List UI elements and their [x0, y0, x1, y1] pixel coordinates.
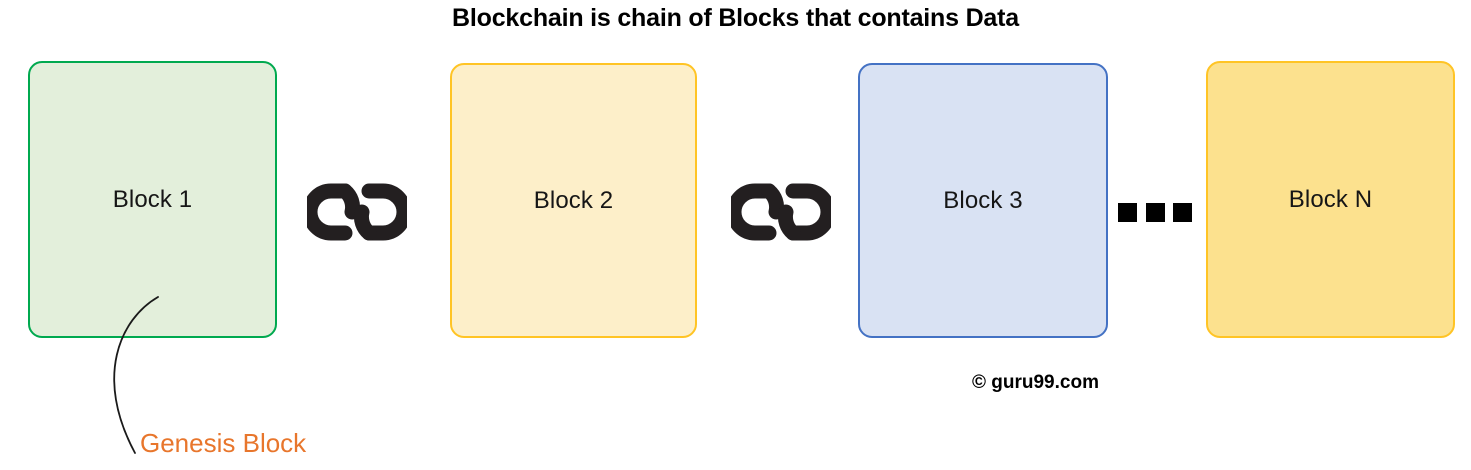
- block-node-genesis[interactable]: Block 1: [28, 61, 277, 338]
- chain-link-glyph: [726, 183, 836, 241]
- chain-link-glyph: [302, 183, 412, 241]
- block-label: Block 3: [943, 186, 1023, 214]
- watermark: © guru99.com: [972, 372, 1099, 393]
- diagram-title: Blockchain is chain of Blocks that conta…: [452, 4, 1019, 32]
- block-node-nth[interactable]: Block N: [1206, 61, 1455, 338]
- ellipsis-square: [1145, 202, 1165, 222]
- genesis-leader-line: [113, 296, 159, 454]
- chain-link-icon: [726, 181, 836, 243]
- block-node-third[interactable]: Block 3: [858, 63, 1108, 338]
- ellipsis-squares: [1118, 202, 1192, 222]
- block-label: Block N: [1288, 185, 1373, 213]
- genesis-block-annotation: Genesis Block: [140, 428, 307, 458]
- block-node-second[interactable]: Block 2: [450, 63, 697, 338]
- ellipsis-square: [1118, 202, 1137, 222]
- block-label: Block 2: [533, 186, 614, 214]
- ellipsis-square: [1173, 202, 1192, 222]
- block-label: Block 1: [112, 185, 193, 213]
- chain-link-icon: [302, 181, 412, 243]
